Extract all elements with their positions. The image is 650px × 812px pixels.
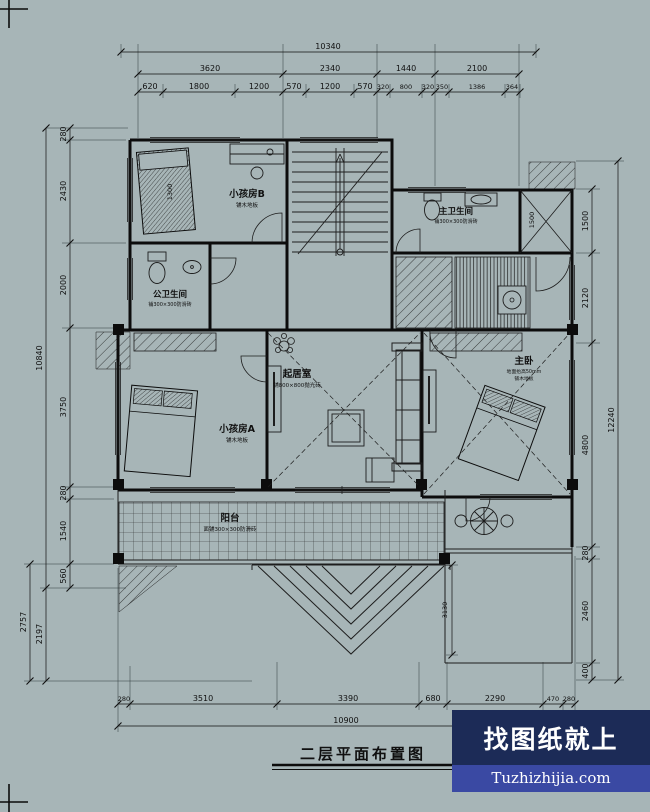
watermark-slogan: 找图纸就上 [483, 724, 619, 754]
dimension-lines [29, 51, 619, 727]
dimension-ticks [26, 48, 622, 730]
slab-edges [117, 490, 573, 664]
toilet-icon [147, 251, 167, 262]
room-label-kids-a: 小孩房A [218, 423, 256, 435]
dim-right-1: 2120 [581, 288, 590, 308]
hip-roof [251, 564, 451, 655]
dim-bottom-1: 3510 [193, 694, 213, 703]
dim-right-3: 280 [581, 545, 590, 560]
dim-top-r2-0: 620 [142, 82, 157, 91]
dim-left-6: 560 [59, 568, 68, 583]
windows [115, 137, 575, 500]
dim-top-r2-1: 1800 [189, 82, 209, 91]
toilet-icon [423, 192, 442, 202]
room-finish-kids-a: 铺木地板 [226, 436, 249, 444]
dim-left-0: 280 [59, 126, 68, 141]
wardrobe-master [429, 332, 523, 352]
plant-icon [273, 332, 295, 353]
room-finish-master: 铺木地板 [514, 375, 533, 382]
structural-columns [113, 324, 578, 564]
bed-kids-a [123, 384, 199, 478]
dim-right-4: 2460 [581, 601, 590, 621]
sofa [391, 342, 423, 472]
drawing-title: 二层平面布置图 [300, 745, 426, 763]
balcony-tile-floor [118, 501, 445, 561]
dim-right-5: 400 [581, 663, 590, 678]
dim-top-r2-5: 570 [357, 82, 372, 91]
room-finish-master-bath: 铺300×300防滑砖 [434, 218, 477, 225]
dim-top-r2-3: 570 [286, 82, 301, 91]
public-bath-fixtures [147, 251, 202, 284]
bed-master [457, 384, 546, 482]
dim-top-r2-2: 1200 [249, 82, 269, 91]
dim-top-total: 10340 [315, 42, 340, 51]
dim-top-r2-9: 350 [436, 83, 448, 91]
dim-top-r1-0: 3620 [200, 64, 220, 73]
room-label-master: 主卧 [514, 355, 534, 367]
room-label-living: 起居室 [282, 368, 312, 380]
dim-top-r2-8: 320 [422, 83, 434, 91]
dim-left-3: 3750 [59, 397, 68, 417]
roof-hatch-left [95, 331, 178, 613]
dim-bottom-6: 280 [563, 695, 575, 703]
bed-kids-b [135, 147, 196, 235]
utility-room [395, 256, 531, 329]
dim-left-lower-1: 2757 [19, 612, 28, 632]
armchair [365, 457, 395, 483]
washing-machine-icon [497, 285, 527, 315]
dim-bottom-2: 3390 [338, 694, 358, 703]
dim-top-r1-2: 1440 [396, 64, 416, 73]
room-finish-balcony: 面铺300×300防滑砖 [203, 525, 257, 533]
skylight-void [519, 189, 573, 254]
dim-top-r1-1: 2340 [320, 64, 340, 73]
extension-lines [24, 44, 624, 732]
sink-icon [182, 260, 202, 274]
dim-left-total: 10840 [35, 345, 44, 370]
dim-top-r2-11: 364 [506, 83, 518, 91]
room-note-master: 地面抬高50mm [507, 368, 542, 375]
staircase [292, 148, 388, 256]
watermark: 找图纸就上 Tuzhizhijia.com [452, 710, 650, 792]
dim-left-1: 2430 [59, 181, 68, 201]
dim-left-4: 280 [59, 485, 68, 500]
desk-kids-b [229, 143, 285, 180]
dim-bottom-4: 2290 [485, 694, 505, 703]
room-label-master-bath: 主卫生间 [439, 206, 473, 217]
dim-top-r2-4: 1200 [320, 82, 340, 91]
dim-right-total: 12240 [607, 407, 616, 432]
dim-right-0: 1500 [581, 211, 590, 231]
roof-hatch-top-right [528, 161, 576, 190]
wardrobe-kids-a [133, 332, 217, 352]
title-underline [272, 763, 452, 770]
tv-cabinet-master [422, 369, 437, 433]
dim-right-2: 4800 [581, 435, 590, 455]
dim-left-lower-0: 2197 [35, 624, 44, 644]
room-finish-kids-b: 铺木地板 [236, 201, 259, 209]
dim-bottom-5: 470 [547, 695, 559, 703]
dim-top-r1-3: 2100 [467, 64, 487, 73]
dim-left-2: 2000 [59, 275, 68, 295]
dim-top-r2-7: 800 [400, 83, 412, 91]
room-label-balcony: 阳台 [220, 512, 240, 524]
watermark-site-name: Tuzhizhijia.com [452, 765, 650, 792]
terrace-table-set [454, 507, 514, 535]
dim-bottom-3: 680 [425, 694, 440, 703]
dim-skylight-depth: 1500 [528, 212, 536, 229]
master-bath-fixtures [423, 192, 498, 221]
sink-icon [464, 192, 498, 207]
dim-top-r2-6: 320 [377, 83, 389, 91]
frame-corner-marks [0, 0, 28, 812]
dim-top-r2-10: 1386 [469, 83, 486, 91]
dim-bottom-0: 280 [118, 695, 130, 703]
tv-cabinet-living [267, 365, 282, 433]
room-finish-public-bath: 铺300×300防滑砖 [148, 301, 191, 308]
dim-left-5: 1540 [59, 521, 68, 541]
dim-bottom-total: 10900 [333, 716, 358, 725]
room-label-public-bath: 公卫生间 [153, 289, 187, 300]
room-label-kids-b: 小孩房B [228, 188, 265, 200]
coffee-table [327, 409, 365, 447]
room-finish-living: 铺800×800抛光砖 [273, 381, 321, 389]
